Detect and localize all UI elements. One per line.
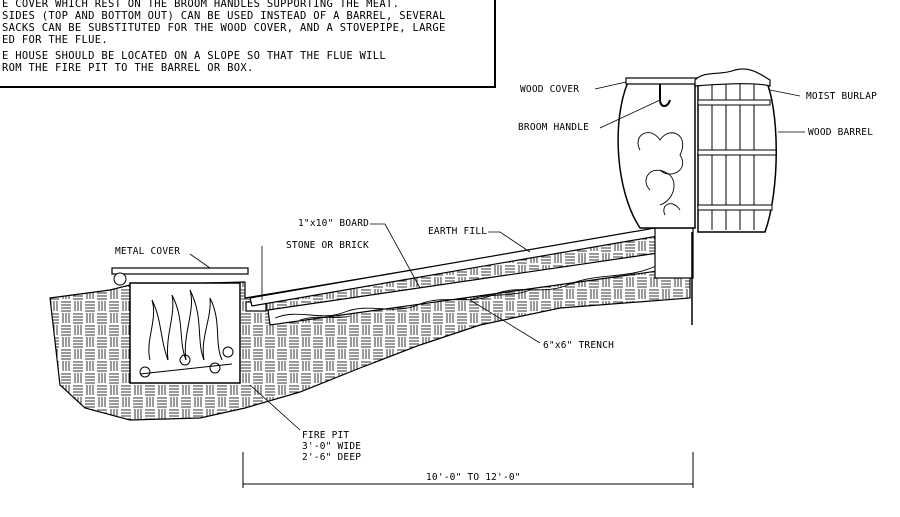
label-board: 1"x10" BOARD	[298, 218, 370, 229]
label-stone-or-brick: STONE OR BRICK	[286, 240, 369, 251]
flue-riser	[654, 227, 694, 279]
smoke-chamber	[617, 81, 696, 229]
label-fire-pit: FIRE PIT	[302, 430, 350, 441]
wood-cover	[625, 77, 699, 85]
note-line-3: SACKS CAN BE SUBSTITUTED FOR THE WOOD CO…	[2, 22, 446, 34]
note-line-5: E HOUSE SHOULD BE LOCATED ON A SLOPE SO …	[2, 50, 387, 62]
label-metal-cover: METAL COVER	[115, 246, 181, 257]
dimension-line	[242, 452, 694, 488]
note-line-2: SIDES (TOP AND BOTTOM OUT) CAN BE USED I…	[2, 10, 446, 22]
leader-lines	[189, 81, 805, 431]
note-line-1: E COVER WHICH REST ON THE BROOM HANDLES …	[2, 0, 400, 10]
note-line-6: ROM THE FIRE PIT TO THE BARREL OR BOX.	[2, 62, 254, 74]
note-line-4: ED FOR THE FLUE.	[2, 34, 108, 46]
label-wood-cover: WOOD COVER	[520, 84, 580, 95]
fire	[139, 289, 234, 378]
label-earth-fill: EARTH FILL	[428, 226, 488, 237]
metal-cover	[111, 267, 249, 275]
label-wood-barrel: WOOD BARREL	[808, 127, 874, 138]
notes-box: E COVER WHICH REST ON THE BROOM HANDLES …	[0, 0, 496, 88]
fire-pit-cavity	[129, 282, 241, 384]
label-length-dimension: 10'-0" TO 12'-0"	[426, 472, 521, 483]
label-fire-pit-width: 3'-0" WIDE	[302, 441, 362, 452]
label-moist-burlap: MOIST BURLAP	[806, 91, 878, 102]
label-fire-pit-depth: 2'-6" DEEP	[302, 452, 362, 463]
label-broom-handle: BROOM HANDLE	[518, 122, 590, 133]
moist-burlap	[694, 68, 771, 87]
label-trench: 6"x6" TRENCH	[543, 340, 615, 351]
smoke	[274, 263, 661, 321]
chamber-smoke	[637, 132, 683, 216]
barrel-staves	[697, 80, 777, 230]
